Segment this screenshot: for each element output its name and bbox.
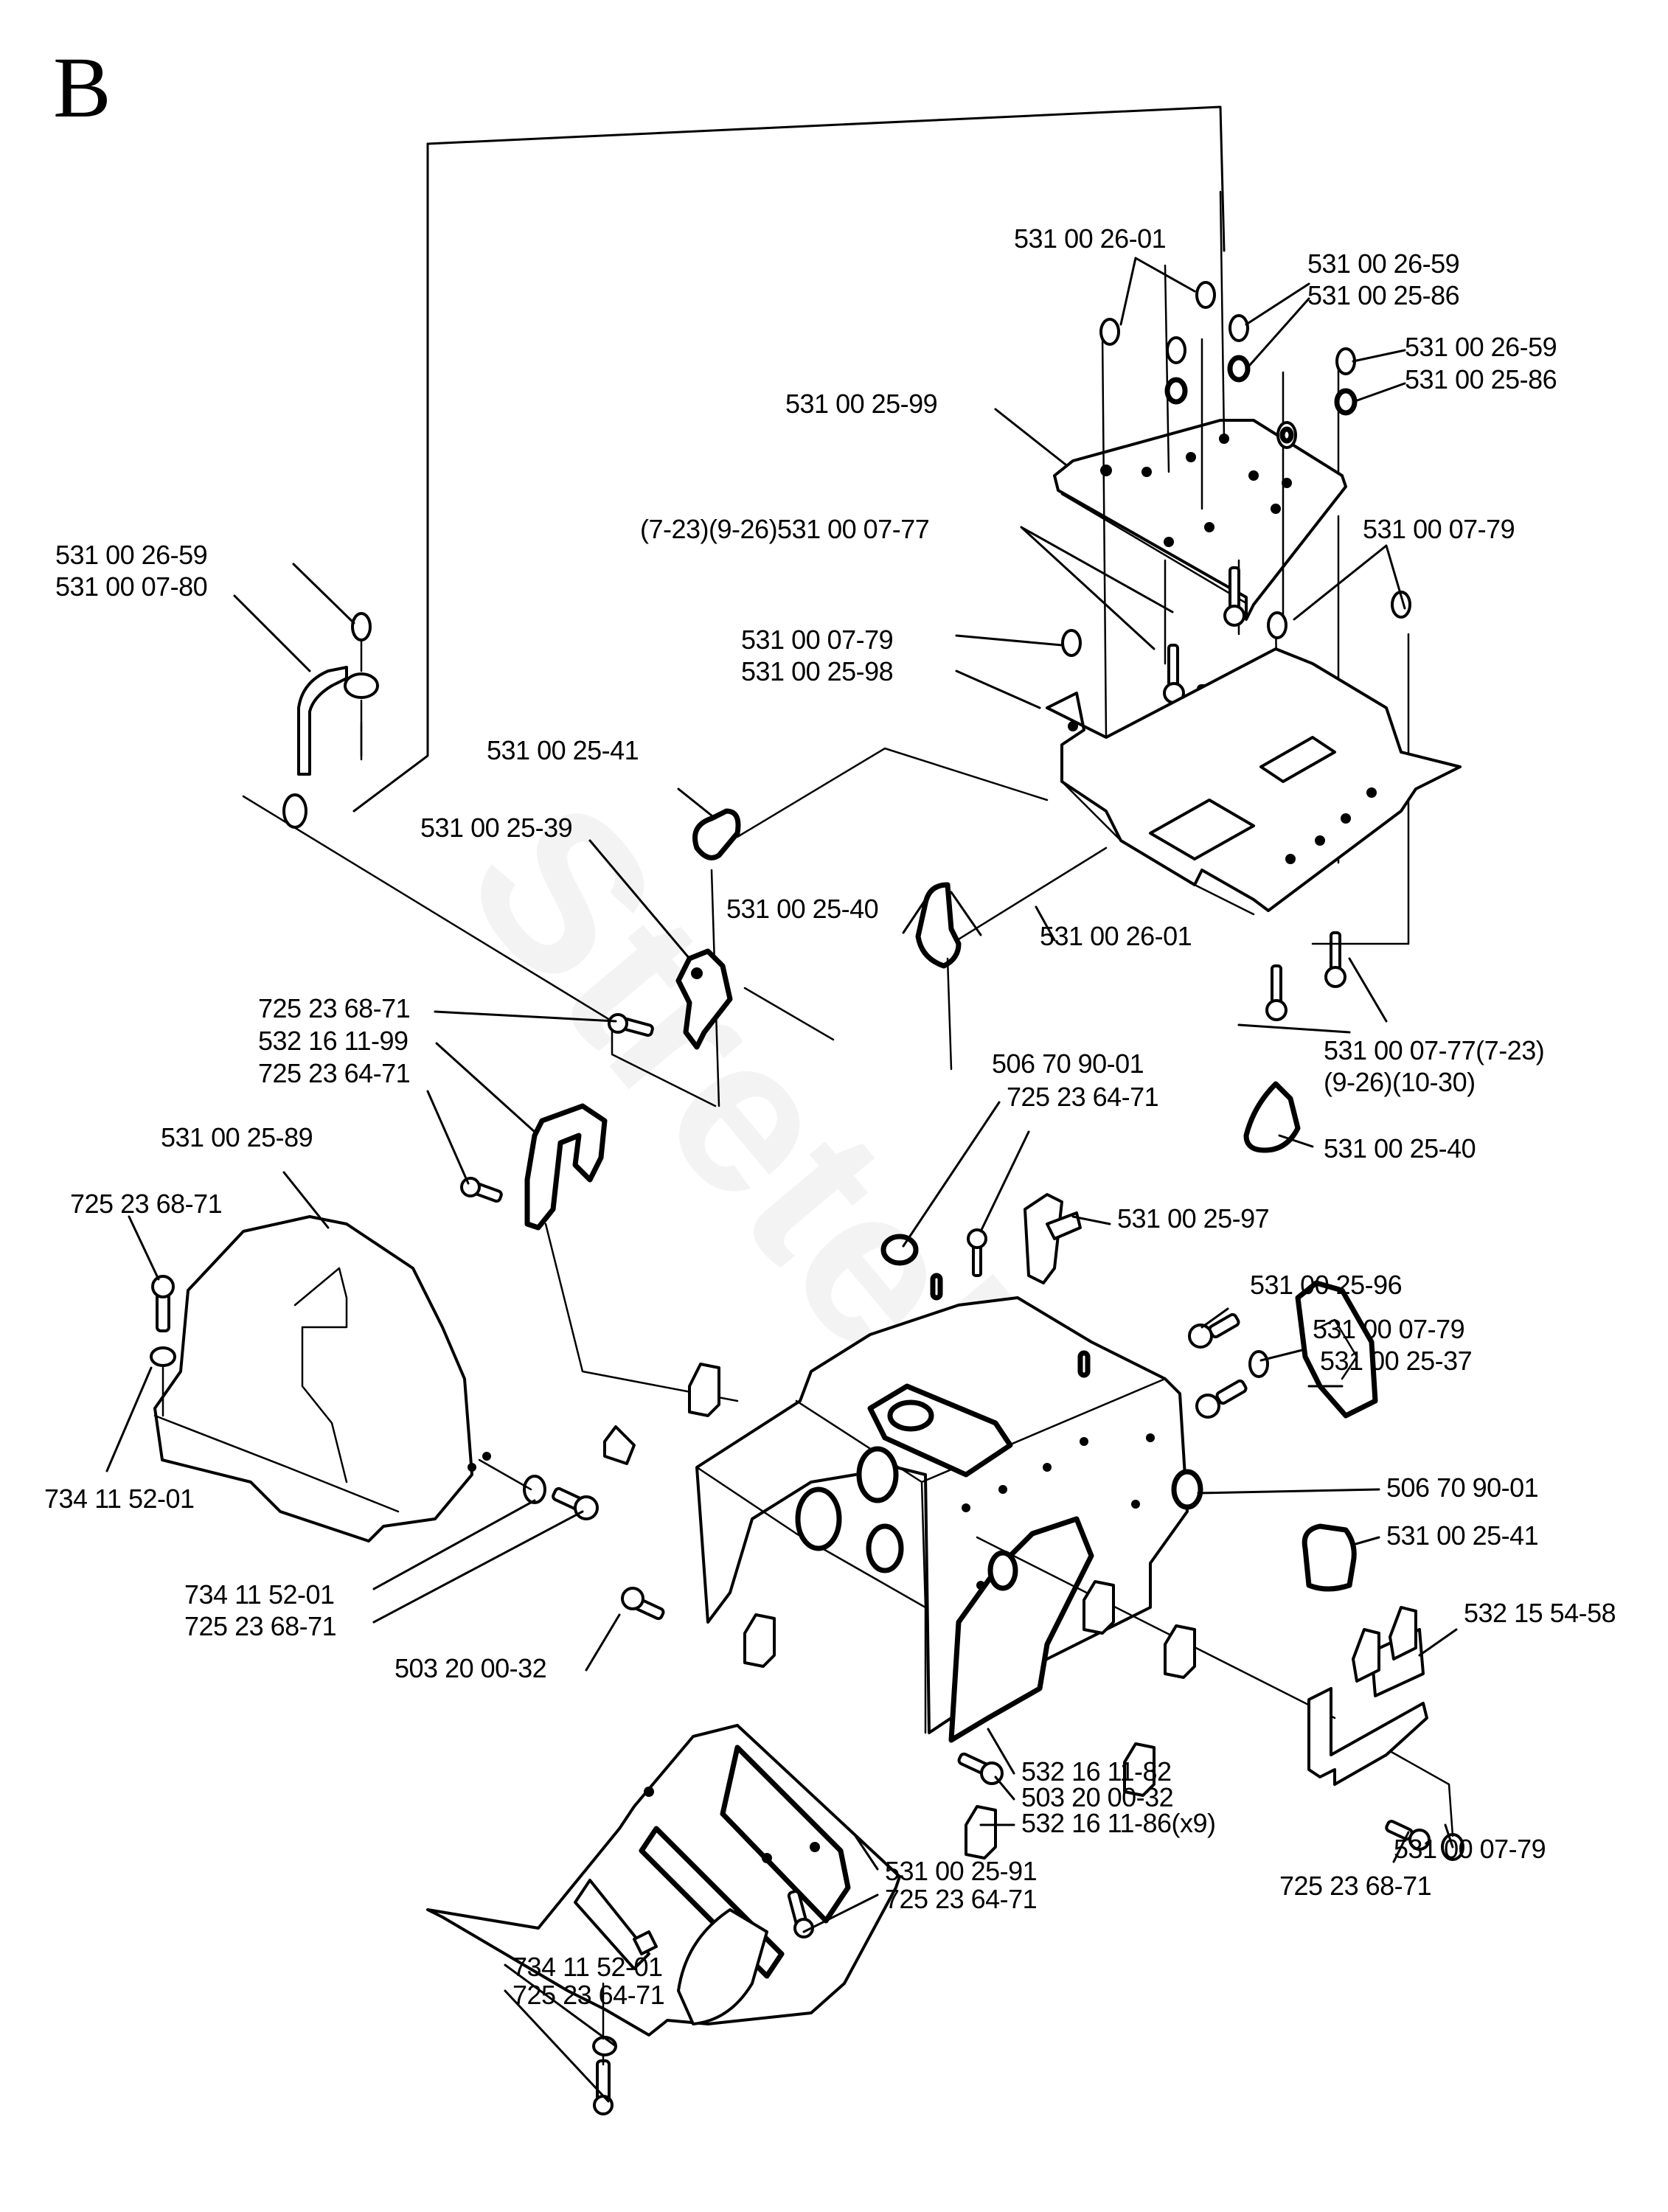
part-label: 725 23 64-71 — [512, 1980, 664, 2010]
part-label: 725 23 68-71 — [70, 1189, 222, 1219]
right-cover-part — [1171, 1280, 1378, 1510]
part-label: 532 16 11-86(x9) — [1021, 1808, 1216, 1838]
bracket-39-part — [675, 948, 835, 1050]
part-label: 531 00 25-41 — [487, 735, 639, 765]
part-label: (9-26)(10-30) — [1324, 1067, 1476, 1097]
part-label: 531 00 26-59 — [55, 540, 207, 570]
part-label: 532 16 11-99 — [258, 1026, 409, 1056]
bracket-plate-part — [1046, 647, 1462, 916]
part-label: 503 20 00-32 — [395, 1653, 546, 1683]
link-rod-part — [282, 612, 379, 829]
mid-bolts — [1163, 566, 1346, 1021]
part-label: 531 00 25-40 — [726, 894, 878, 924]
top-nuts — [1061, 281, 1411, 657]
part-label: 531 00 25-96 — [1250, 1270, 1402, 1300]
part-label: (7-23)(9-26)531 00 07-77 — [640, 514, 929, 544]
part-label: 532 15 54-58 — [1464, 1598, 1616, 1628]
main-housing-part — [695, 1296, 1189, 1743]
left-cover-part — [153, 1215, 491, 1543]
top-plate-part — [1053, 419, 1347, 621]
part-label: 506 70 90-01 — [992, 1048, 1144, 1079]
part-label: 531 00 25-97 — [1117, 1203, 1269, 1234]
part-label: 531 00 25-86 — [1307, 280, 1459, 310]
part-label: 725 23 68-71 — [258, 993, 410, 1023]
right-bracket-part — [1307, 1606, 1464, 1861]
cam-parts — [692, 808, 1357, 1592]
part-label: 531 00 07-80 — [55, 571, 207, 602]
section-letter: B — [53, 39, 111, 136]
part-label: 725 23 64-71 — [885, 1884, 1037, 1914]
bottom-plate-part — [426, 1724, 901, 2037]
cover-side-screw — [478, 1458, 599, 1520]
part-label: 531 00 07-79 — [1363, 514, 1515, 544]
part-label: 506 70 90-01 — [1386, 1472, 1538, 1503]
part-label: 531 00 25-41 — [1386, 1520, 1538, 1551]
part-label: 531 00 25-39 — [420, 813, 572, 843]
part-label: 531 00 07-77(7-23) — [1324, 1035, 1544, 1065]
part-label: 734 11 52-01 — [512, 1952, 663, 1982]
part-label: 734 11 52-01 — [184, 1579, 335, 1610]
part-label: 531 00 26-59 — [1307, 248, 1459, 279]
part-label: 725 23 64-71 — [1007, 1082, 1158, 1112]
part-label: 531 00 25-40 — [1324, 1133, 1476, 1164]
part-label: 734 11 52-01 — [44, 1484, 195, 1514]
left-screws — [460, 1013, 654, 1203]
part-label: 725 23 68-71 — [1279, 1871, 1431, 1901]
bracket-1199-part — [524, 1103, 739, 1402]
part-label: 531 00 25-91 — [885, 1856, 1037, 1886]
leader-lines — [105, 257, 1458, 2103]
bottom-plate-fasteners — [592, 1890, 814, 2115]
part-label: 503 20 00-32 — [1021, 1782, 1173, 1812]
part-label: 531 00 25-89 — [161, 1122, 313, 1152]
part-label: 531 00 26-01 — [1040, 921, 1192, 951]
part-labels: 531 00 26-01 531 00 26-59 531 00 25-86 5… — [44, 223, 1616, 2010]
linkage-lines — [242, 105, 1410, 1107]
housing-top-fittings — [880, 1193, 1091, 1378]
part-label: 532 16 11-82 — [1021, 1756, 1172, 1787]
part-label: 531 00 26-01 — [1014, 223, 1166, 254]
part-label: 725 23 68-71 — [184, 1611, 336, 1641]
part-label: 531 00 07-79 — [1313, 1314, 1464, 1344]
part-label: 531 00 07-79 — [1394, 1834, 1546, 1864]
left-cover-screw — [150, 1275, 176, 1417]
part-label: 531 00 07-79 — [741, 625, 893, 655]
clip-parts — [603, 1363, 1196, 1860]
part-label: 531 00 25-86 — [1405, 364, 1557, 394]
part-label: 531 00 25-37 — [1320, 1346, 1472, 1376]
part-label: 531 00 25-99 — [785, 389, 937, 419]
part-label: 725 23 64-71 — [258, 1058, 410, 1088]
assembly-line — [976, 1536, 1336, 1719]
part-label: 531 00 26-59 — [1405, 332, 1557, 362]
part-label: 531 00 25-98 — [741, 656, 893, 686]
